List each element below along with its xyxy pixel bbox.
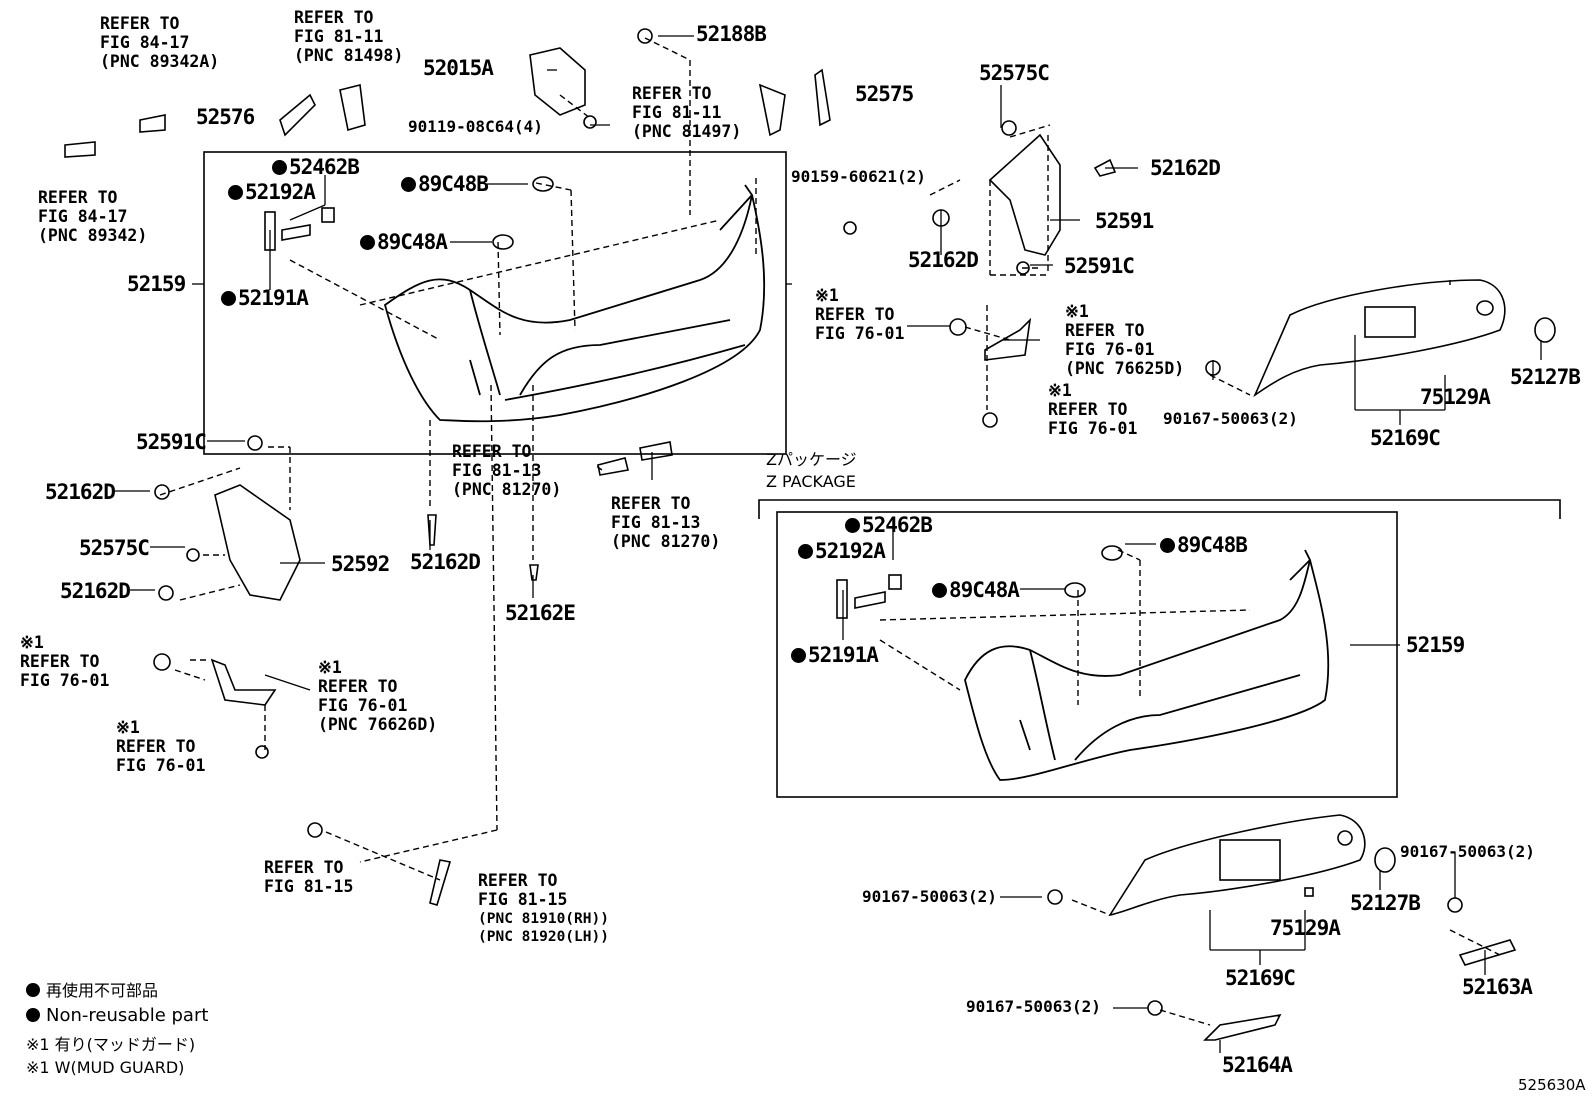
z-package-label-jp: Zパッケージ (766, 450, 857, 469)
part-number-89C48A-z: 89C48A (932, 580, 1020, 601)
part-number-89C48B-top: 89C48B (401, 174, 489, 195)
part-number-52192A-z: 52192A (798, 541, 886, 562)
part-number-52191A-top: 52191A (221, 288, 309, 309)
part-number-52591C-right: 52591C (1064, 254, 1135, 278)
non-reusable-dot-icon (272, 160, 287, 175)
reference-note: REFER TO FIG 81-13 (PNC 81270) (452, 442, 562, 499)
z-package-label-en: Z PACKAGE (766, 472, 856, 491)
rear-bumper-cover-art (383, 184, 766, 423)
non-reusable-dot-icon (791, 648, 806, 663)
non-reusable-dot-icon (26, 983, 40, 997)
part-number-90167-z3: 90167-50063(2) (966, 997, 1101, 1016)
part-number-90159: 90159-60621(2) (791, 167, 926, 186)
part-number-52127B-top: 52127B (1510, 365, 1581, 389)
legend-mudguard-en: ※1 W(MUD GUARD) (26, 1058, 185, 1077)
part-number-52592: 52592 (331, 552, 390, 576)
z-package-bracket (758, 499, 1561, 519)
small-parts-art (64, 28, 1517, 1041)
part-number-52162D-left2: 52162D (60, 579, 131, 603)
part-number-52591: 52591 (1095, 209, 1154, 233)
part-number-52162D-r2: 52162D (908, 248, 979, 272)
non-reusable-dot-icon (845, 518, 860, 533)
non-reusable-dot-icon (932, 583, 947, 598)
reference-note: ※1 REFER TO FIG 76-01 (PNC 76626D) (318, 658, 438, 734)
reference-note: ※1 REFER TO FIG 76-01 (116, 718, 206, 775)
non-reusable-dot-icon (221, 291, 236, 306)
part-number-52575C-left: 52575C (79, 536, 150, 560)
part-number-52191A-z: 52191A (791, 645, 879, 666)
part-number-52162D-mid: 52162D (410, 550, 481, 574)
reference-note: REFER TO FIG 84-17 (PNC 89342A) (100, 14, 220, 71)
reference-note: REFER TO FIG 81-15 (264, 858, 354, 896)
lower-valance-z-art (1108, 814, 1396, 917)
reference-note: REFER TO FIG 81-11 (PNC 81497) (632, 84, 742, 141)
reference-note: ※1 REFER TO FIG 76-01 (20, 633, 110, 690)
part-number-90167-top: 90167-50063(2) (1163, 409, 1298, 428)
z-bumper-cover-art (964, 549, 1330, 781)
part-number-52576: 52576 (196, 105, 255, 129)
part-number-52192A-top: 52192A (228, 182, 316, 203)
part-number-52159-top: 52159 (127, 272, 186, 296)
part-number-52162D-r1: 52162D (1150, 156, 1221, 180)
part-number-52163A: 52163A (1462, 975, 1533, 999)
part-number-52462B-z: 52462B (845, 515, 933, 536)
part-number-52575: 52575 (855, 82, 914, 106)
legend-nonreusable-en: Non-reusable part (26, 1007, 208, 1025)
non-reusable-dot-icon (360, 235, 375, 250)
part-number-89C48A-top: 89C48A (360, 232, 448, 253)
part-number-52159-z: 52159 (1406, 633, 1465, 657)
legend-nonreusable-jp: 再使用不可部品 (26, 983, 158, 999)
part-number-89C48B-z: 89C48B (1160, 535, 1248, 556)
non-reusable-dot-icon (798, 544, 813, 559)
part-number-52162D-left1: 52162D (45, 480, 116, 504)
part-number-52188B: 52188B (696, 22, 767, 46)
reference-note: REFER TO FIG 81-11 (PNC 81498) (294, 8, 404, 65)
part-number-52462B-top: 52462B (272, 157, 360, 178)
reference-note-pnc: (PNC 81910(RH)) (PNC 81920(LH)) (478, 911, 609, 945)
reference-note: ※1 REFER TO FIG 76-01 (1048, 381, 1138, 438)
z-package-bumper-frame (776, 511, 1398, 798)
part-number-52591C-left: 52591C (136, 430, 207, 454)
lower-valance-art (1253, 279, 1556, 398)
reference-note: REFER TO FIG 84-17 (PNC 89342) (38, 188, 148, 245)
part-number-90119: 90119-08C64(4) (408, 117, 543, 136)
part-number-52164A: 52164A (1222, 1053, 1293, 1077)
non-reusable-dot-icon (228, 185, 243, 200)
non-reusable-dot-icon (26, 1008, 40, 1022)
reference-note: REFER TO FIG 81-13 (PNC 81270) (611, 494, 721, 551)
part-number-90167-z2: 90167-50063(2) (862, 887, 997, 906)
part-number-52169C-top: 52169C (1370, 426, 1441, 450)
part-number-75129A-z: 75129A (1270, 916, 1341, 940)
part-number-52015A: 52015A (423, 56, 494, 80)
non-reusable-dot-icon (401, 177, 416, 192)
part-number-52169C-z: 52169C (1225, 966, 1296, 990)
non-reusable-dot-icon (1160, 538, 1175, 553)
legend-mudguard-jp: ※1 有り(マッドガード) (26, 1035, 196, 1054)
part-number-52162E: 52162E (505, 601, 576, 625)
figure-id: 525630A (1518, 1076, 1586, 1094)
reference-note: REFER TO FIG 81-15 (478, 871, 568, 909)
reference-note: ※1 REFER TO FIG 76-01 (815, 286, 905, 343)
part-number-52127B-z: 52127B (1350, 891, 1421, 915)
main-bumper-frame (203, 151, 787, 455)
part-number-52575C-top: 52575C (979, 61, 1050, 85)
part-number-75129A-top: 75129A (1420, 385, 1491, 409)
part-number-90167-z1: 90167-50063(2) (1400, 842, 1535, 861)
reference-note: ※1 REFER TO FIG 76-01 (PNC 76625D) (1065, 302, 1185, 378)
